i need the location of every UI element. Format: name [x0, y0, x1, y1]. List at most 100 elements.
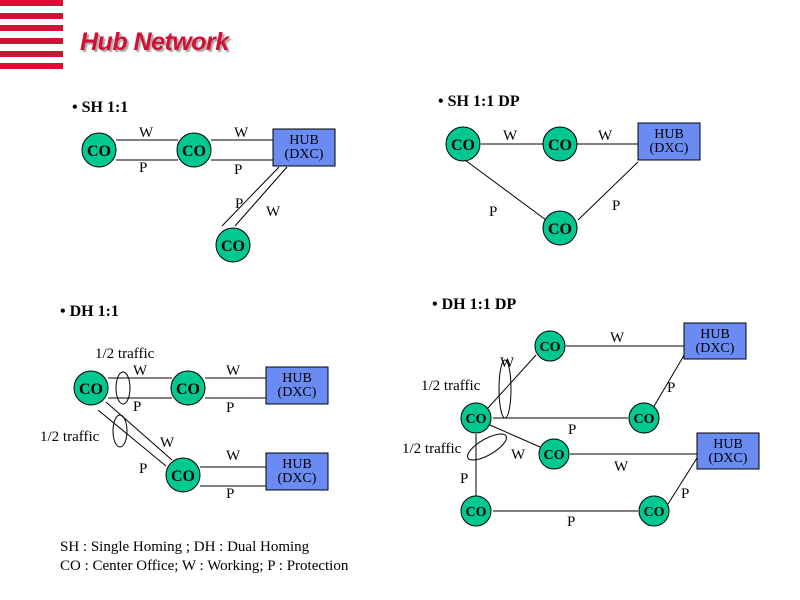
co-node-label: CO — [548, 137, 572, 154]
working-label: W — [266, 204, 281, 220]
section-title-sh-1-1-dp: • SH 1:1 DP — [438, 93, 520, 110]
co-node — [460, 495, 492, 527]
protection-link — [97, 409, 167, 467]
hub-dxc-box — [265, 366, 329, 405]
working-link — [489, 424, 541, 448]
protection-label: P — [234, 162, 242, 178]
co-node — [534, 330, 566, 362]
protection-link — [667, 457, 698, 505]
working-label: W — [500, 355, 515, 371]
page-title: Hub Network — [80, 28, 229, 56]
protection-label: P — [489, 204, 497, 220]
protection-label: P — [612, 198, 620, 214]
protection-label: P — [235, 196, 243, 212]
working-label: W — [503, 128, 518, 144]
hub-sublabel: (DXC) — [278, 385, 317, 400]
section-title-sh-1-1: • SH 1:1 — [72, 99, 128, 116]
working-label: W — [160, 435, 175, 451]
working-link — [105, 401, 173, 461]
co-node-label: CO — [221, 238, 245, 255]
co-node-label: CO — [466, 505, 487, 520]
protection-link — [221, 166, 280, 227]
co-node-label: CO — [634, 412, 655, 427]
half-traffic-label: 1/2 traffic — [95, 346, 155, 362]
hub-label: HUB — [282, 457, 312, 472]
co-node-label: CO — [466, 412, 487, 427]
co-node-label: CO — [171, 468, 195, 485]
co-node-label: CO — [544, 448, 565, 463]
working-label: W — [598, 128, 613, 144]
working-label: W — [226, 363, 241, 379]
co-node — [542, 126, 578, 162]
co-node-label: CO — [79, 381, 103, 398]
co-node-label: CO — [176, 381, 200, 398]
protection-label: P — [667, 380, 675, 396]
co-node — [628, 402, 660, 434]
hub-label: HUB — [713, 437, 743, 452]
co-node — [460, 402, 492, 434]
co-node-label: CO — [87, 143, 111, 160]
co-node — [176, 132, 212, 168]
hub-label: HUB — [700, 327, 730, 342]
hub-sublabel: (DXC) — [650, 141, 689, 156]
co-node-label: CO — [548, 221, 572, 238]
co-node — [538, 438, 570, 470]
protection-label: P — [139, 160, 147, 176]
working-label: W — [226, 448, 241, 464]
hub-sublabel: (DXC) — [709, 451, 748, 466]
co-node — [638, 495, 670, 527]
working-label: W — [234, 125, 249, 141]
protection-label: P — [139, 461, 147, 477]
hub-dxc-box — [683, 322, 747, 360]
working-label: W — [511, 447, 526, 463]
legend-line-2: CO : Center Office; W : Working; P : Pro… — [60, 558, 349, 574]
co-node — [81, 132, 117, 168]
co-node — [542, 210, 578, 246]
working-link — [234, 166, 288, 227]
section-title-dh-1-1-dp: • DH 1:1 DP — [432, 296, 516, 313]
hub-dxc-box — [696, 432, 760, 470]
protection-label: P — [133, 399, 141, 415]
co-node-label: CO — [451, 137, 475, 154]
protection-label: P — [460, 471, 468, 487]
working-link — [487, 354, 537, 409]
traffic-bundle-ellipse — [498, 359, 512, 419]
hub-sublabel: (DXC) — [285, 147, 324, 162]
protection-link — [577, 161, 639, 221]
half-traffic-label: 1/2 traffic — [402, 441, 462, 457]
legend-line-1: SH : Single Homing ; DH : Dual Homing — [60, 539, 310, 555]
co-node — [170, 370, 206, 406]
hub-label: HUB — [654, 127, 684, 142]
co-node — [165, 457, 201, 493]
hub-label: HUB — [289, 133, 319, 148]
hub-label: HUB — [282, 371, 312, 386]
protection-label: P — [226, 400, 234, 416]
protection-label: P — [567, 514, 575, 530]
co-node-label: CO — [644, 505, 665, 520]
hub-dxc-box — [637, 122, 701, 161]
co-node-label: CO — [182, 143, 206, 160]
hub-sublabel: (DXC) — [278, 471, 317, 486]
half-traffic-label: 1/2 traffic — [421, 378, 481, 394]
co-node — [215, 227, 251, 263]
traffic-bundle-ellipse — [112, 414, 128, 448]
protection-link — [652, 351, 687, 409]
co-node — [73, 370, 109, 406]
working-label: W — [139, 125, 154, 141]
co-node — [445, 126, 481, 162]
protection-label: P — [568, 422, 576, 438]
protection-link — [464, 159, 547, 221]
protection-label: P — [681, 486, 689, 502]
co-node-label: CO — [540, 340, 561, 355]
working-label: W — [614, 459, 629, 475]
section-title-dh-1-1: • DH 1:1 — [60, 303, 119, 320]
traffic-bundle-ellipse — [115, 371, 131, 405]
hub-sublabel: (DXC) — [696, 341, 735, 356]
hub-dxc-box — [272, 128, 336, 167]
protection-label: P — [226, 486, 234, 502]
traffic-bundle-ellipse — [467, 433, 507, 461]
working-label: W — [133, 363, 148, 379]
working-label: W — [610, 330, 625, 346]
hub-dxc-box — [265, 452, 329, 491]
